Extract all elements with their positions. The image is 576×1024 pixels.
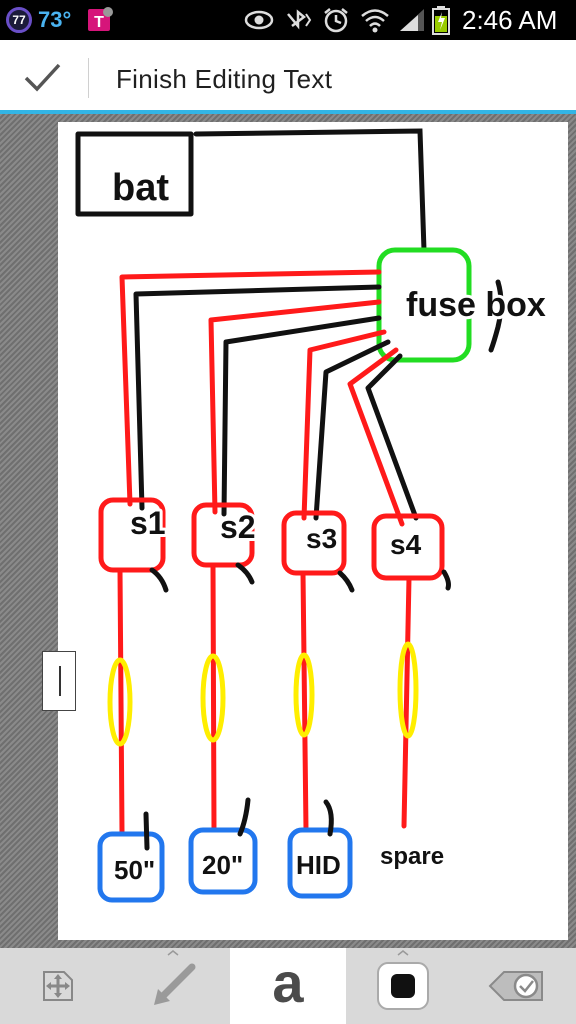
eye-icon <box>244 0 274 40</box>
label-load-1: 50" <box>114 855 155 885</box>
load-4-feed-wire <box>401 575 412 829</box>
bottom-toolbar: a <box>0 948 576 1024</box>
switch-box-s3 <box>281 510 347 576</box>
s3-ground-wire <box>313 339 391 521</box>
move-tool-button[interactable] <box>0 948 115 1024</box>
temperature-readout: 73° <box>38 7 72 32</box>
status-bar: 77 73° T 2:46 AM <box>0 0 576 40</box>
inline-fuse-3 <box>293 652 315 738</box>
s2-positive-wire <box>208 299 382 515</box>
clock: 2:46 AM <box>462 4 558 35</box>
action-bar: Finish Editing Text <box>0 40 576 114</box>
inline-fuse-2 <box>200 653 226 743</box>
s3-positive-wire <box>301 329 387 521</box>
load-2-feed-wire <box>210 562 217 833</box>
s1-positive-wire <box>119 269 382 507</box>
load-box-2 <box>188 827 258 895</box>
inline-fuse-1 <box>107 657 133 747</box>
shape-icon <box>377 962 430 1010</box>
signal-icon <box>398 0 426 40</box>
s2-ground-wire <box>221 315 382 517</box>
s2-ground-hook <box>235 562 255 585</box>
shape-tool-button[interactable] <box>346 948 461 1024</box>
chevron-up-icon <box>167 950 179 956</box>
load-box-1 <box>97 831 165 903</box>
pen-tool-button[interactable] <box>115 948 230 1024</box>
eraser-tool-button[interactable] <box>461 948 576 1024</box>
wiring-diagram: bat fuse box s1 s2 s3 s4 50" 20" HID spa… <box>75 128 549 903</box>
scroll-grip <box>59 666 61 696</box>
label-s4: s4 <box>390 529 422 560</box>
page-scroll-handle[interactable] <box>42 651 76 711</box>
label-battery: bat <box>112 167 169 209</box>
alarm-icon <box>322 0 350 40</box>
load-2-ground-tick <box>237 797 251 837</box>
label-load-4: spare <box>380 843 444 870</box>
load-1-ground-tick <box>143 811 150 851</box>
s4-ground-wire <box>365 353 419 521</box>
s4-ground-hook <box>441 569 451 591</box>
inline-fuse-4 <box>397 641 419 739</box>
label-fuse-box: fuse box <box>406 286 546 324</box>
s1-ground-wire <box>133 284 382 511</box>
label-load-2: 20" <box>202 850 243 880</box>
label-load-3: HID <box>296 850 341 880</box>
fuse-box-outline <box>376 247 472 363</box>
action-divider <box>88 58 89 98</box>
fuse-box-ground-stub <box>488 279 504 353</box>
text-tool-button[interactable]: a <box>230 948 346 1024</box>
load-3-ground-tick <box>323 799 334 837</box>
drawing-page[interactable]: bat fuse box s1 s2 s3 s4 50" 20" HID spa… <box>58 122 568 940</box>
s4-positive-wire <box>347 347 405 527</box>
finish-editing-text-button[interactable]: Finish Editing Text <box>116 64 333 94</box>
battery-box <box>75 131 194 217</box>
wifi-icon <box>360 0 390 40</box>
notification-badge: 77 <box>6 0 32 40</box>
s3-ground-hook <box>337 570 355 593</box>
pen-icon <box>153 963 196 1005</box>
battery-feed-wire <box>193 128 427 253</box>
check-icon[interactable] <box>22 60 62 96</box>
label-s2: s2 <box>220 509 256 545</box>
t-mobile-icon: T <box>86 0 114 40</box>
svg-text:T: T <box>94 14 104 31</box>
text-a-icon: a <box>272 951 304 1014</box>
load-box-3 <box>287 827 353 899</box>
label-s1: s1 <box>130 505 166 541</box>
battery-icon <box>432 0 450 40</box>
s1-ground-hook <box>149 567 169 593</box>
load-1-feed-wire <box>117 567 125 835</box>
bluetooth-icon <box>284 0 312 40</box>
switch-box-s2 <box>191 502 255 568</box>
load-3-feed-wire <box>300 570 309 833</box>
eraser-icon <box>488 971 544 1001</box>
switch-box-s1 <box>98 497 166 573</box>
move-arrows-icon <box>42 971 73 1001</box>
chevron-up-icon <box>397 950 409 956</box>
label-s3: s3 <box>306 523 337 554</box>
drawing-canvas-area[interactable]: bat fuse box s1 s2 s3 s4 50" 20" HID spa… <box>0 114 576 948</box>
